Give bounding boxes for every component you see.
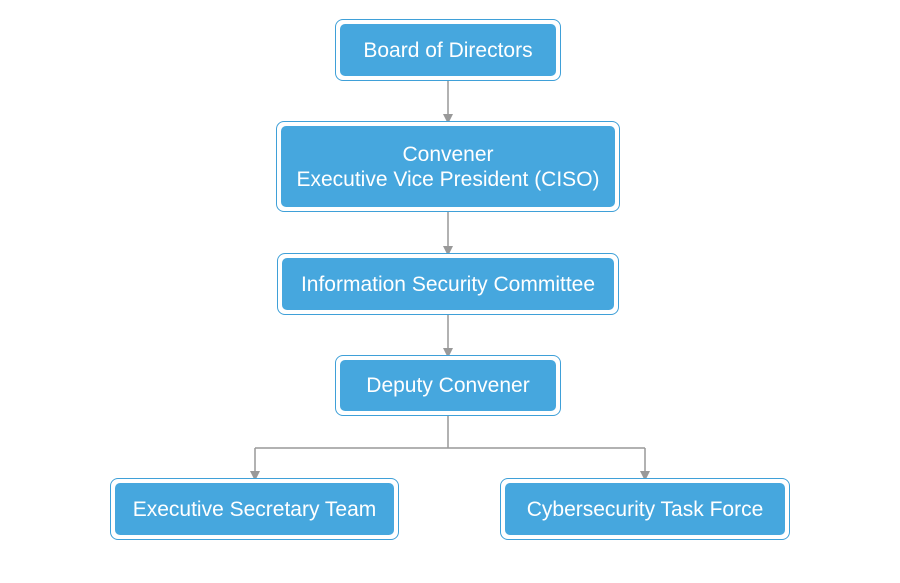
node-information-security-committee-label: Information Security Committee	[300, 272, 596, 296]
node-cybersecurity-task-force-fill: Cybersecurity Task Force	[505, 483, 785, 535]
node-cybersecurity-task-force: Cybersecurity Task Force	[500, 478, 790, 540]
node-convener-title: Convener	[402, 142, 494, 166]
node-executive-secretary-team: Executive Secretary Team	[110, 478, 399, 540]
node-convener-fill: Convener Executive Vice President (CISO)	[281, 126, 615, 207]
node-board-of-directors-fill: Board of Directors	[340, 24, 556, 76]
node-convener: Convener Executive Vice President (CISO)	[276, 121, 620, 212]
node-information-security-committee: Information Security Committee	[277, 253, 619, 315]
node-convener-subtitle: Executive Vice President (CISO)	[296, 167, 600, 191]
node-cybersecurity-task-force-label: Cybersecurity Task Force	[526, 497, 764, 521]
node-board-of-directors-label: Board of Directors	[363, 38, 533, 62]
node-deputy-convener-label: Deputy Convener	[366, 374, 530, 397]
node-executive-secretary-team-label: Executive Secretary Team	[132, 497, 377, 521]
node-deputy-convener: Deputy Convener	[335, 355, 561, 416]
node-deputy-convener-fill: Deputy Convener	[340, 360, 556, 411]
node-board-of-directors: Board of Directors	[335, 19, 561, 81]
node-information-security-committee-fill: Information Security Committee	[282, 258, 614, 310]
node-executive-secretary-team-fill: Executive Secretary Team	[115, 483, 394, 535]
